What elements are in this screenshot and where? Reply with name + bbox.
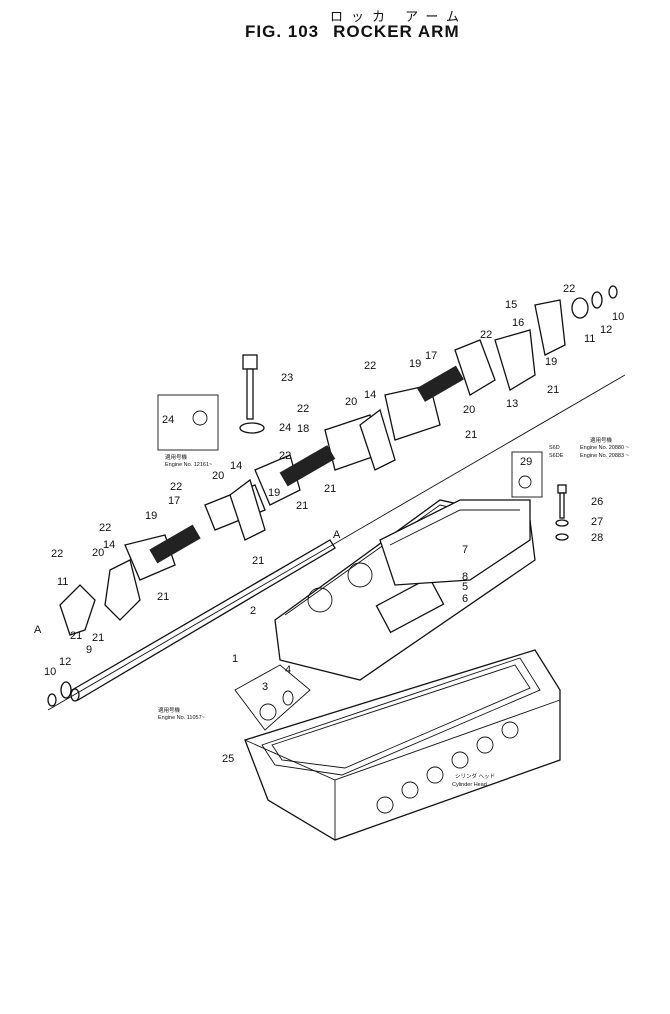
callout-19a: 19 [145, 510, 157, 522]
support-end-right [571, 297, 589, 319]
figure-name: ROCKER ARM [333, 22, 460, 41]
callout-17a: 17 [168, 495, 180, 507]
callout-22f: 22 [364, 360, 376, 372]
callout-22h: 22 [563, 283, 575, 295]
plug-end-left [47, 693, 57, 707]
callout-14a: 14 [103, 539, 115, 551]
callout-14c: 14 [364, 389, 376, 401]
callout-6: 6 [462, 593, 468, 605]
callout-24b: 24 [279, 422, 291, 434]
callout-27: 27 [591, 516, 603, 528]
engine-note-jp-12161: 適用号機 [165, 453, 188, 461]
callout-28: 28 [591, 532, 603, 544]
callout-11b: 11 [584, 333, 595, 345]
inset-box-oil-plug [234, 664, 311, 731]
callout-18: 18 [297, 423, 309, 435]
callout-22a: 22 [51, 548, 63, 560]
model-s6d-jp: 適用号機 [590, 436, 613, 444]
model-s6de-engine: Engine No. 20883 ~ [580, 453, 629, 459]
callout-13: 13 [506, 398, 518, 410]
ring-end-left [60, 681, 72, 699]
engine-note-12161: Engine No. 12161~ [165, 462, 212, 468]
callout-12a: 12 [59, 656, 71, 668]
callout-25: 25 [222, 753, 234, 765]
model-s6d-engine: Engine No. 20880 ~ [580, 445, 629, 451]
callout-2: 2 [250, 605, 256, 617]
callout-19c: 19 [409, 358, 421, 370]
rocker-arm-assemblies [59, 299, 566, 636]
callout-17b: 17 [425, 350, 437, 362]
callout-21c: 21 [157, 591, 169, 603]
callout-22e: 22 [297, 403, 309, 415]
springs [149, 365, 464, 564]
figure-title: FIG. 103 ROCKER ARM [245, 22, 474, 42]
callout-21g: 21 [465, 429, 477, 441]
callout-5: 5 [462, 581, 468, 593]
ring-end-right [591, 291, 603, 309]
callout-21e: 21 [296, 500, 308, 512]
callout-26: 26 [591, 496, 603, 508]
inset-box-plug [511, 451, 543, 498]
cylinder-head-drawing [244, 649, 561, 841]
callout-22d: 22 [279, 450, 291, 462]
callout-29: 29 [520, 456, 532, 468]
washer-icon [192, 410, 208, 426]
callout-24a: 24 [162, 414, 174, 426]
callout-20d: 20 [463, 404, 475, 416]
plug-icon [518, 475, 532, 489]
figure-title-japanese: ロッカ アーム [330, 10, 467, 25]
cylinder-head-jp: シリンダ ヘッド [455, 772, 495, 780]
callout-10a: 10 [44, 666, 56, 678]
callout-22c: 22 [170, 481, 182, 493]
callout-10b: 10 [612, 311, 624, 323]
valve-cover-upper-drawing [379, 499, 531, 586]
callout-3: 3 [262, 681, 268, 693]
callout-1: 1 [232, 653, 238, 665]
cylinder-head-label: Cylinder Head [452, 782, 487, 788]
callout-19d: 19 [545, 356, 557, 368]
callout-A2: A [34, 624, 42, 636]
oil-plug-icon [259, 703, 277, 721]
callout-14b: 14 [230, 460, 242, 472]
assembly-guide-line [47, 374, 626, 711]
bolt-drawing [239, 354, 265, 434]
callout-22g: 22 [480, 329, 492, 341]
callout-21d: 21 [252, 555, 264, 567]
callout-22b: 22 [99, 522, 111, 534]
callout-19b: 19 [268, 487, 280, 499]
callout-21b: 21 [92, 632, 104, 644]
callout-23: 23 [281, 372, 293, 384]
inset-box-washer [157, 394, 219, 451]
engine-note-11057: Engine No. 11057~ [158, 715, 205, 721]
model-s6de-label: S6DE [549, 453, 564, 459]
oil-plug-seal-icon [282, 690, 294, 706]
model-s6d-label: S6D [549, 445, 560, 451]
callout-4: 4 [285, 664, 291, 676]
plug-end-right [608, 285, 618, 299]
callout-11a: 11 [57, 576, 68, 588]
callout-8: 8 [462, 571, 468, 583]
callout-12b: 12 [600, 324, 612, 336]
callout-20a: 20 [92, 547, 104, 559]
figure-number: FIG. 103 [245, 22, 320, 41]
callout-9: 9 [86, 644, 92, 656]
engine-note-jp-11057: 適用号機 [158, 706, 181, 714]
callout-A1: A [333, 529, 341, 541]
callout-21h: 21 [547, 384, 559, 396]
side-bolt-drawing [555, 484, 569, 541]
callout-16: 16 [512, 317, 524, 329]
callout-20b: 20 [212, 470, 224, 482]
callout-7: 7 [462, 544, 468, 556]
callout-15: 15 [505, 299, 517, 311]
callout-20c: 20 [345, 396, 357, 408]
callout-21a: 21 [70, 630, 82, 642]
gasket-drawing [261, 657, 541, 776]
callout-21f: 21 [324, 483, 336, 495]
